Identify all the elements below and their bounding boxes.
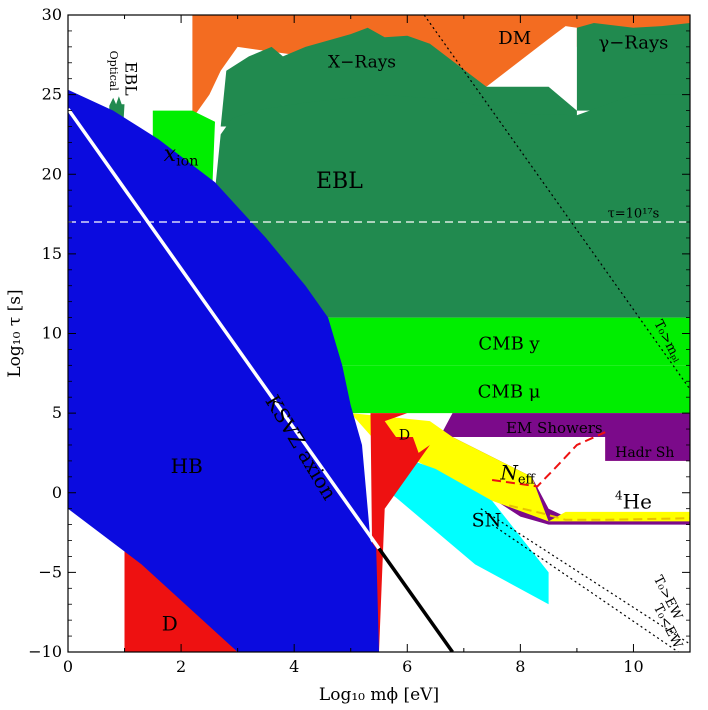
y-tick-label: 0 [52, 483, 62, 502]
x-tick-label: 2 [176, 657, 186, 676]
y-tick-label: 30 [42, 5, 62, 24]
line-he4-boundary [491, 431, 606, 488]
annotation-x-rays: X−Rays [328, 52, 396, 72]
x-tick-label: 4 [289, 657, 299, 676]
region-cmb-mu [328, 365, 690, 414]
region-cmb-y [328, 317, 690, 366]
region-sn [379, 452, 549, 605]
annotation-optical: Optical [107, 51, 120, 92]
y-tick-label: 10 [42, 324, 62, 343]
annotation-dm: DM [498, 28, 531, 49]
annotation-sn: SN [472, 509, 502, 531]
y-tick-label: 15 [42, 244, 62, 263]
annotation-hb: HB [171, 454, 203, 478]
annotation-d: D [399, 427, 410, 443]
x-axis-label: Log₁₀ mϕ [eV] [319, 685, 439, 705]
line-neff-boundary [508, 504, 690, 521]
line-ksvz-axion-extension [377, 547, 454, 652]
annotation-d: D [162, 611, 178, 635]
region-x-rays [220, 27, 577, 127]
y-tick-label: 25 [42, 85, 62, 104]
annotation-cmb-y: CMB y [478, 334, 540, 355]
annotation-rays: γ−Rays [598, 33, 668, 54]
x-tick-label: 8 [515, 657, 525, 676]
region-n-eff [350, 413, 690, 522]
label-n-eff: Neff [499, 460, 536, 487]
label-x-ion: xion [164, 142, 199, 170]
regions-layer [68, 15, 690, 652]
y-tick-label: −5 [38, 562, 62, 581]
x-tick-label: 10 [623, 657, 643, 676]
lines-layer [68, 15, 690, 652]
y-tick-label: 20 [42, 164, 62, 183]
region-d-upper [370, 413, 430, 652]
line-ksvz-axion [68, 107, 381, 550]
annotation-ebl: EBL [316, 169, 363, 194]
annotation-hadr-sh: Hadr Sh [615, 445, 674, 461]
region-ebl [215, 94, 690, 318]
region-hb [68, 89, 379, 652]
region-gamma-rays [576, 23, 690, 111]
line-t0-mpl [423, 15, 690, 390]
y-tick-label: 5 [52, 403, 62, 422]
x-tick-label: 6 [402, 657, 412, 676]
y-tick-label: −10 [28, 642, 62, 661]
annotation-em-showers: EM Showers [506, 419, 603, 437]
annotation-cmb: CMB μ [478, 381, 541, 402]
axis-ticks: 0 2 4 6 8 10 −10 −5 0 5 10 15 20 25 30 [28, 5, 691, 676]
annotation-10-s: τ=10¹⁷s [608, 207, 660, 222]
x-tick-label: 0 [63, 657, 73, 676]
label-he4: 4He [615, 488, 652, 513]
y-axis-label: Log₁₀ τ [s] [5, 289, 25, 377]
annotation-ebl: EBL [122, 62, 141, 96]
line-t0-gt-ew [480, 508, 690, 645]
